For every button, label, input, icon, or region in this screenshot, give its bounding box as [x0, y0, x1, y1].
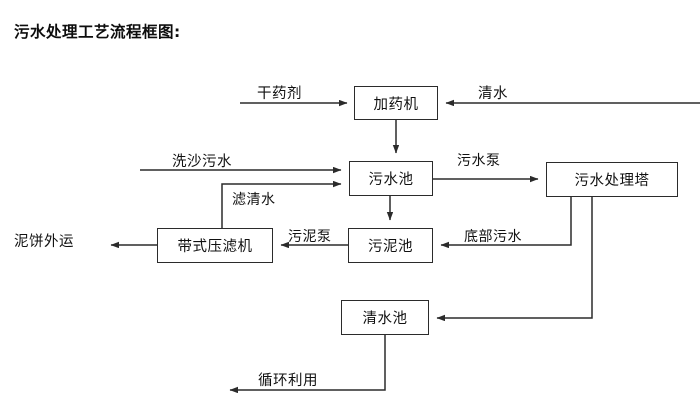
node-label: 污水处理塔 — [574, 173, 650, 189]
node-label: 污水池 — [368, 172, 414, 188]
terminal-dry-chemical-input: 干药剂 — [257, 86, 302, 102]
terminal-clean-water-input: 清水 — [478, 86, 508, 102]
edge-tower-to-sludge-pool — [440, 197, 572, 249]
node-label: 清水池 — [362, 311, 408, 327]
node-sludge-pool[interactable]: 污泥池 — [348, 228, 433, 263]
page-title: 污水处理工艺流程框图: — [14, 23, 181, 41]
node-label: 污泥池 — [368, 239, 413, 255]
node-treatment-tower[interactable]: 污水处理塔 — [546, 162, 678, 197]
edge-clear-water-to-recycle — [229, 335, 386, 394]
edge-label-bottom-wastewater: 底部污水 — [464, 229, 522, 245]
terminal-sand-wash-wastewater-input: 洗沙污水 — [172, 154, 232, 170]
edge-filtrate-to-wastewater-pool — [221, 180, 342, 228]
node-dosing-machine[interactable]: 加药机 — [354, 86, 438, 120]
edge-label-sewage-pump: 污水泵 — [457, 153, 501, 169]
node-belt-filter-press[interactable]: 带式压滤机 — [157, 228, 273, 263]
edge-label-filtrate: 滤清水 — [232, 192, 276, 208]
node-label: 带式压滤机 — [177, 239, 253, 255]
edge-label-sludge-pump: 污泥泵 — [288, 229, 332, 245]
node-clear-water-pool[interactable]: 清水池 — [341, 300, 429, 335]
node-label: 加药机 — [373, 96, 419, 113]
terminal-mud-cake-output: 泥饼外运 — [14, 234, 74, 250]
terminal-recycle-output: 循环利用 — [258, 373, 318, 389]
edge-tower-to-clear-water-pool — [436, 197, 593, 322]
node-wastewater-pool[interactable]: 污水池 — [349, 161, 433, 196]
